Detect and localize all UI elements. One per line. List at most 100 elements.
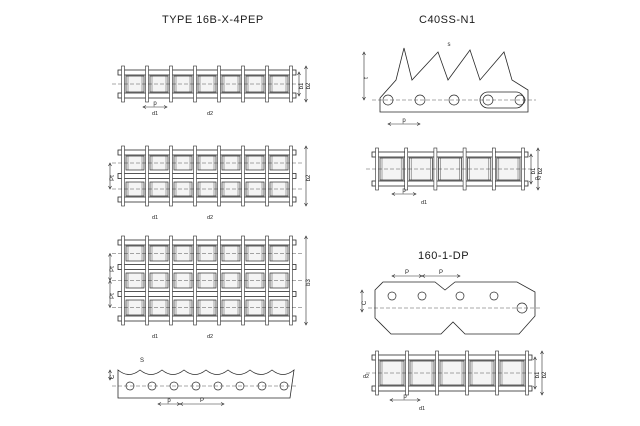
rect: [173, 155, 193, 171]
arrowhead: [297, 92, 301, 97]
rect: [149, 155, 169, 171]
rect: [117, 149, 297, 156]
rect: [197, 299, 217, 316]
arrowhead: [412, 192, 417, 196]
rect: [169, 145, 173, 207]
rect: [117, 264, 297, 270]
rect: [125, 75, 145, 93]
rect: [221, 181, 241, 197]
dim-label-p: p: [402, 188, 406, 194]
rect: [117, 315, 297, 322]
arrowhead: [540, 391, 544, 396]
dim-label-Pt: Pt: [110, 266, 116, 272]
arrowhead: [108, 304, 112, 309]
title-c40ss-n1: C40SS-N1: [419, 14, 476, 26]
rect: [125, 272, 145, 289]
rect: [173, 272, 193, 289]
dim-label-t: t: [364, 77, 370, 79]
arrowhead: [362, 96, 366, 101]
rect: [145, 145, 149, 207]
rect: [149, 299, 169, 316]
rect: [265, 145, 269, 207]
rect: [173, 75, 193, 93]
arrowhead: [108, 162, 112, 167]
arrowhead: [533, 356, 537, 361]
dim-label-b3: b3: [306, 279, 312, 286]
dim-label-P: P: [405, 270, 409, 276]
rect: [245, 181, 265, 197]
dim-label-P: P: [200, 398, 204, 404]
rect: [197, 75, 217, 93]
rect: [149, 245, 169, 262]
arrowhead: [304, 321, 308, 326]
rect: [125, 155, 145, 171]
rect: [269, 245, 289, 262]
arrowhead: [297, 71, 301, 76]
arrowhead: [456, 274, 461, 278]
dim-label-d1: d1: [152, 111, 158, 117]
title-16b-x-4pep: TYPE 16B-X-4PEP: [162, 14, 264, 26]
rect: [197, 272, 217, 289]
arrowhead: [304, 145, 308, 150]
arrowhead: [387, 122, 392, 126]
rect: [197, 181, 217, 197]
title-160-1-dp: 160-1-DP: [418, 250, 470, 262]
dim-label-d1: d1: [419, 406, 425, 412]
rect: [269, 75, 289, 93]
arrowhead: [108, 185, 112, 190]
arrowhead: [304, 65, 308, 70]
dim-label-p: p: [153, 101, 157, 107]
rect: [245, 245, 265, 262]
arrowhead: [108, 376, 112, 381]
c40-side-view-toothed: tps: [362, 42, 536, 126]
rect: [149, 272, 169, 289]
rect: [467, 157, 492, 181]
dim-label-d1: d1: [152, 334, 158, 340]
arrowhead: [163, 105, 168, 109]
arrowhead: [304, 98, 308, 103]
rect: [117, 196, 297, 203]
arrowhead: [304, 235, 308, 240]
rect: [117, 69, 297, 76]
dim-label-b2: b2: [542, 371, 548, 378]
arrowhead: [416, 122, 421, 126]
rect: [269, 272, 289, 289]
hole: [387, 291, 397, 301]
rect: [117, 92, 297, 99]
dim-label-d1: d1: [152, 215, 158, 221]
link-plate-outline: [117, 369, 295, 399]
arrowhead: [360, 289, 364, 294]
arrowhead: [529, 153, 533, 158]
arrowhead: [142, 105, 147, 109]
dim-label-d2: d2: [207, 334, 213, 340]
rect: [197, 245, 217, 262]
rect: [371, 180, 529, 187]
hole: [417, 291, 427, 301]
rect: [173, 299, 193, 316]
arrowhead: [416, 398, 421, 402]
arrowhead: [389, 398, 394, 402]
dim-label-d2: d2: [207, 111, 213, 117]
arrowhead: [179, 402, 184, 406]
dim-label-p: p: [403, 394, 407, 400]
dim-label-P: P: [439, 270, 443, 276]
rect: [221, 245, 241, 262]
rect: [217, 145, 221, 207]
rect: [245, 155, 265, 171]
rect: [245, 75, 265, 93]
rect: [125, 299, 145, 316]
arrowhead: [536, 186, 540, 191]
rect: [173, 245, 193, 262]
rect: [117, 173, 297, 179]
rect: [117, 291, 297, 297]
rect: [117, 239, 297, 246]
rect: [269, 181, 289, 197]
arrowhead: [108, 279, 112, 284]
dim-label-S: S: [140, 358, 144, 364]
dim-label-Pt: Pt: [110, 175, 116, 181]
